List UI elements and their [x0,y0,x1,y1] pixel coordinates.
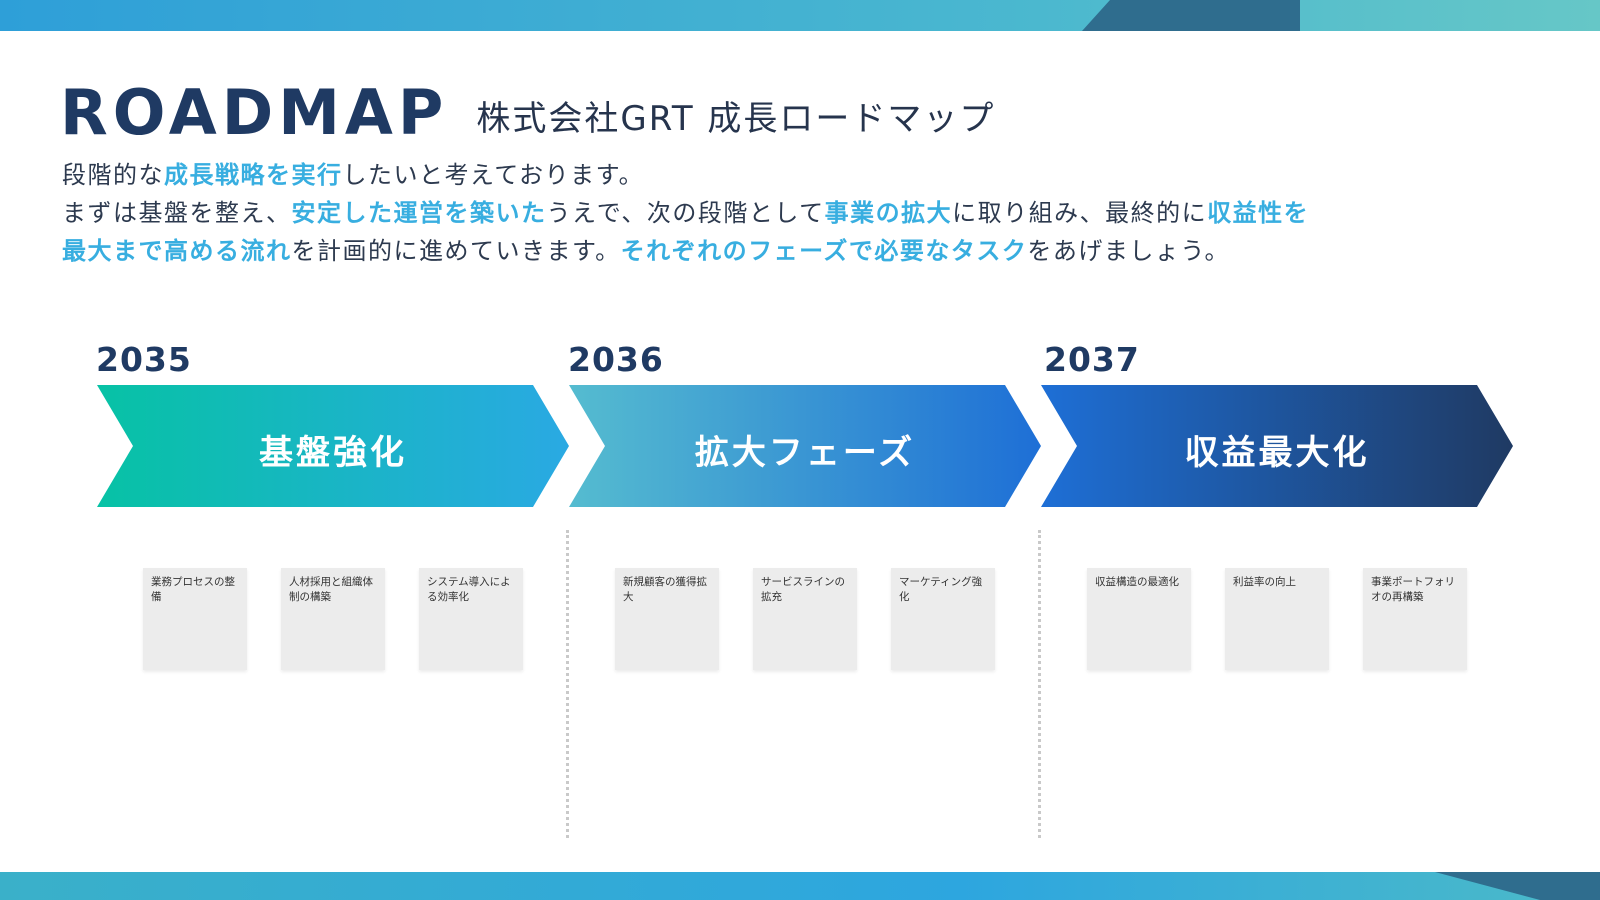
intro-text: したいと考えております。 [342,161,645,189]
phase-label-3: 収益最大化 [1184,433,1370,473]
task-note[interactable]: 収益構造の最適化 [1087,568,1191,670]
intro-highlight: 事業の拡大 [824,199,953,227]
phase-arrow-2 [569,385,1041,507]
page-subtitle: 株式会社GRT 成長ロードマップ [476,99,996,139]
top-decoration-bar [0,0,1600,31]
phase-label-1: 基盤強化 [259,433,407,473]
intro-text: に取り組み、最終的に [952,199,1208,227]
year-label-2035: 2035 [96,340,192,379]
year-label-2037: 2037 [1044,340,1140,379]
intro-line-2: まずは基盤を整え、安定した運営を築いたうえで、次の段階として事業の拡大に取り組み… [62,194,1562,232]
intro-text: を計画的に進めていきます。 [291,237,621,265]
intro-text: まずは基盤を整え、 [62,199,292,227]
intro-line-3: 最大まで高める流れを計画的に進めていきます。それぞれのフェーズで必要なタスクをあ… [62,232,1562,270]
intro-paragraph: 段階的な成長戦略を実行したいと考えております。 まずは基盤を整え、安定した運営を… [62,156,1562,270]
phase-arrows [0,385,1600,515]
intro-highlight: 収益性を [1207,199,1310,227]
task-note[interactable]: 新規顧客の獲得拡大 [615,568,719,670]
page-title: ROADMAP [60,76,449,149]
task-note[interactable]: 業務プロセスの整備 [143,568,247,670]
task-note[interactable]: サービスラインの拡充 [753,568,857,670]
phase-arrow-3 [1041,385,1513,507]
task-note[interactable]: システム導入による効率化 [419,568,523,670]
task-note[interactable]: 人材採用と組織体制の構築 [281,568,385,670]
task-note[interactable]: 事業ポートフォリオの再構築 [1363,568,1467,670]
intro-highlight: 成長戦略を実行 [164,161,343,189]
bottom-decoration-bar [0,872,1600,900]
phase-divider [566,530,569,838]
task-note[interactable]: マーケティング強化 [891,568,995,670]
phase-label-2: 拡大フェーズ [694,433,916,473]
phase-divider [1038,530,1041,838]
phase-arrow-1 [97,385,569,507]
year-label-2036: 2036 [568,340,664,379]
intro-text: 段階的な [62,161,164,189]
intro-text: をあげましょう。 [1027,237,1230,265]
intro-highlight: それぞれのフェーズで必要なタスク [620,237,1028,265]
intro-highlight: 安定した運営を築いた [291,199,547,227]
intro-highlight: 最大まで高める流れ [62,237,292,265]
task-note[interactable]: 利益率の向上 [1225,568,1329,670]
intro-text: うえで、次の段階として [546,199,825,227]
header: ROADMAP 株式会社GRT 成長ロードマップ [60,64,995,144]
intro-line-1: 段階的な成長戦略を実行したいと考えております。 [62,156,1562,194]
